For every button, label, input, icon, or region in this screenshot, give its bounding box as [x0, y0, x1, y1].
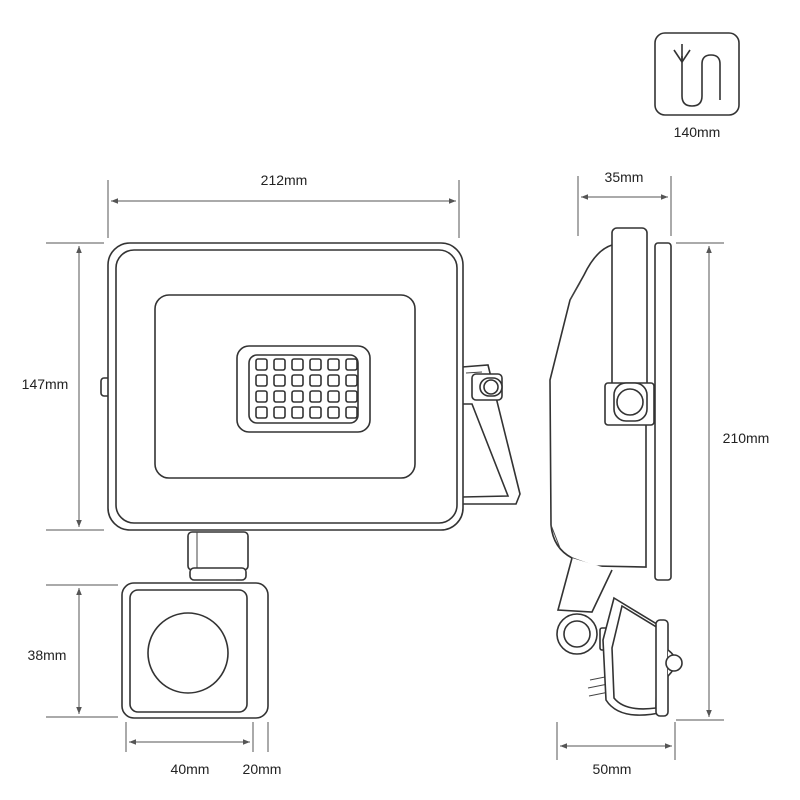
led-cell [327, 358, 340, 371]
width-label: 212mm [261, 172, 308, 188]
side-front-plate [654, 242, 672, 581]
led-cell [327, 390, 340, 403]
led-cell [345, 358, 358, 371]
cable-length-label: 140mm [674, 124, 721, 140]
led-cell [309, 390, 322, 403]
side-sensor-arm [556, 557, 683, 717]
led-cell [255, 358, 268, 371]
height-label: 147mm [22, 376, 69, 392]
led-cell [309, 358, 322, 371]
led-cell [291, 374, 304, 387]
sensor-height-label: 38mm [28, 647, 67, 663]
led-cell [309, 374, 322, 387]
total-height-label: 210mm [723, 430, 770, 446]
led-cell [345, 406, 358, 419]
led-cell [255, 390, 268, 403]
side-bracket [604, 227, 655, 426]
sensor-lens [147, 612, 229, 694]
led-cell [273, 406, 286, 419]
sensor-width-label: 40mm [171, 761, 210, 777]
depth-label: 35mm [605, 169, 644, 185]
led-cell [309, 406, 322, 419]
led-cell [327, 406, 340, 419]
cable-icon [654, 32, 740, 116]
led-cell [291, 358, 304, 371]
led-cell [255, 374, 268, 387]
mounting-bracket [461, 364, 521, 505]
led-cell [291, 406, 304, 419]
led-array [236, 345, 371, 433]
led-cell [345, 390, 358, 403]
dimension-lines [46, 176, 724, 760]
led-cell [273, 358, 286, 371]
led-cell [273, 374, 286, 387]
sensor-offset-label: 20mm [243, 761, 282, 777]
led-cell [345, 374, 358, 387]
front-view [100, 242, 521, 719]
led-cell [273, 390, 286, 403]
led-cell [255, 406, 268, 419]
bottom-depth-label: 50mm [593, 761, 632, 777]
side-view [549, 227, 683, 717]
pir-sensor-front [121, 582, 269, 719]
led-cell [327, 374, 340, 387]
sensor-neck [187, 531, 249, 581]
led-cell [291, 390, 304, 403]
